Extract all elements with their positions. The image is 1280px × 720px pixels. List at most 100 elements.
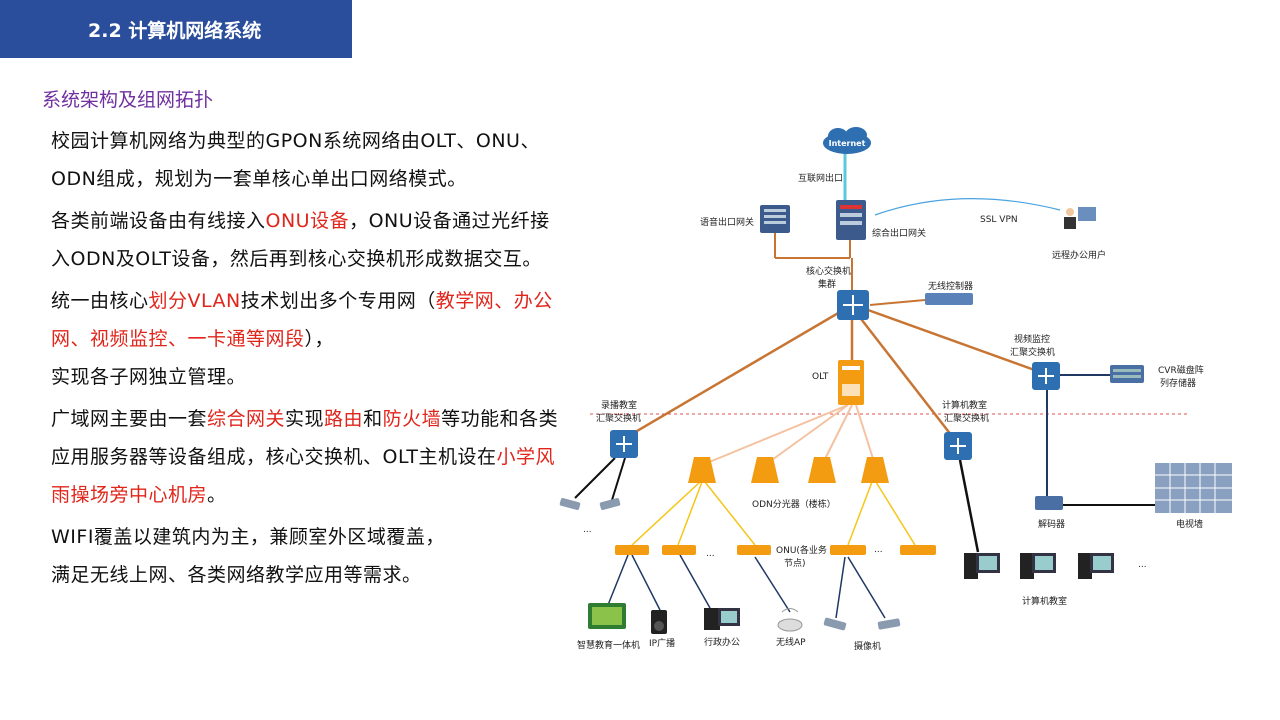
wireless-ap-label: 无线AP: [776, 636, 806, 648]
voice-gateway-icon: [760, 205, 790, 233]
rec-cam2-link: [611, 457, 626, 501]
p4-highlight-firewall: 防火墙: [382, 408, 442, 430]
office-pc-icon: [704, 608, 740, 630]
cvr-storage-icon: [1110, 365, 1144, 383]
ssl-vpn-link: [874, 198, 1061, 216]
tv-wall-label: 电视墙: [1176, 518, 1203, 530]
ip-broadcast-icon: [651, 610, 667, 634]
camera-label: 摄像机: [854, 640, 881, 652]
onu-office-link: [679, 554, 711, 609]
p4-highlight-gateway: 综合网关: [207, 408, 286, 430]
video-agg-label-1: 视频监控: [1014, 333, 1050, 345]
pc-icon-2: [1020, 553, 1056, 579]
p4-text-c: 实现: [285, 408, 325, 430]
onu-icon-1: [615, 545, 649, 555]
network-topology-diagram: Internet 互联网出口 语音出口网关 综合出口网关 SSL VPN 远程办…: [559, 127, 1232, 652]
ellipsis-pc: ...: [1138, 560, 1147, 570]
paragraph-3: 统一由核心划分VLAN技术划出多个专用网（教学网、办公网、视频监控、一卡通等网段…: [51, 282, 561, 396]
odn-splitter-icon-1: [688, 457, 716, 483]
rec-agg-label-1: 录播教室: [601, 399, 637, 411]
olt-odn2-link: [764, 404, 849, 466]
p4-highlight-room: 小学风雨操场旁中心机房: [51, 446, 556, 506]
core-recording-link: [624, 310, 841, 440]
rec-agg-label-2: 汇聚交换机: [596, 412, 641, 424]
pc-icon-1: [964, 553, 1000, 579]
paragraph-1: 校园计算机网络为典型的GPON系统网络由OLT、ONU、ODN组成，规划为一套单…: [51, 122, 561, 198]
paragraph-5: WIFI覆盖以建筑内为主，兼顾室外区域覆盖， 满足无线上网、各类网络教学应用等需求…: [51, 518, 561, 594]
decoder-label: 解码器: [1038, 518, 1065, 530]
cvr-label-2: 列存储器: [1160, 377, 1196, 389]
ssl-vpn-label: SSL VPN: [980, 215, 1018, 225]
paragraph-4: 广域网主要由一套综合网关实现路由和防火墙等功能和各类应用服务器等设备组成，核心交…: [51, 400, 561, 514]
smart-edu-label: 智慧教育一体机: [577, 639, 640, 651]
cvr-label-1: CVR磁盘阵: [1158, 364, 1204, 376]
p3-text-f: 实现各子网独立管理。: [51, 366, 247, 388]
camera-icon-rec-1: [559, 497, 581, 511]
pc-room-label: 计算机教室: [1022, 595, 1067, 607]
tv-wall-icon: [1155, 463, 1232, 513]
odn-splitter-icon-3: [808, 457, 836, 483]
odn-splitter-icon-4: [861, 457, 889, 483]
rec-cam1-link: [574, 457, 616, 499]
p2-highlight: ONU设备: [265, 210, 350, 232]
internet-label: Internet: [829, 139, 866, 148]
onu-camera2-link: [847, 556, 886, 619]
olt-odn3-link: [821, 404, 853, 466]
p5-text-b: 满足无线上网、各类网络教学应用等需求。: [51, 564, 422, 586]
admin-office-label: 行政办公: [704, 636, 740, 648]
p4-text-g: 等功能和各类应用服务器等设备组成，核心交换机、OLT主机设在: [51, 408, 559, 468]
odn-onu-link-3: [704, 481, 756, 546]
onu-icon-5: [900, 545, 936, 555]
core-video-link: [867, 308, 1041, 374]
pc-icon-3: [1078, 553, 1114, 579]
p3-text-e: ），: [304, 328, 335, 350]
camera-icon-rec-2: [599, 497, 621, 511]
p1-text: 校园计算机网络为典型的GPON系统网络由OLT、ONU、ODN组成，规划为一套单…: [51, 130, 540, 190]
camera-icon-2: [877, 618, 901, 630]
onu-smartedu-link: [607, 554, 629, 606]
p3-highlight-segments: 教学网、办公网、视频监控、一卡通等网段: [51, 290, 553, 350]
wireless-controller-link: [869, 299, 926, 306]
onu-camera1-link: [835, 556, 846, 619]
core-switch-label-1: 核心交换机: [806, 265, 851, 277]
decoder-icon: [1035, 496, 1063, 510]
body-text: 校园计算机网络为典型的GPON系统网络由OLT、ONU、ODN组成，规划为一套单…: [51, 122, 561, 598]
odn-onu-link-4: [847, 481, 873, 546]
p3-text-c: 技术划出多个专用网（: [240, 290, 436, 312]
pcroom-link: [958, 459, 980, 553]
p4-text-a: 广域网主要由一套: [51, 408, 208, 430]
odn-onu-link-2: [677, 481, 703, 546]
onu-ap-link: [754, 556, 791, 613]
subtitle: 系统架构及组网拓扑: [42, 89, 214, 111]
olt-odn1-link: [701, 404, 849, 466]
remote-user-icon: [1064, 207, 1096, 229]
ellipsis-rec: ...: [583, 525, 592, 535]
wireless-controller-icon: [925, 293, 973, 305]
paragraph-2: 各类前端设备由有线接入ONU设备，ONU设备通过光纤接入ODN及OLT设备，然后…: [51, 202, 561, 278]
section-header: 2.2 计算机网络系统: [0, 0, 352, 58]
odn-splitter-icon-2: [751, 457, 779, 483]
olt-odn4-link: [855, 404, 876, 466]
remote-user-label: 远程办公用户: [1052, 249, 1106, 261]
p5-text-a: WIFI覆盖以建筑内为主，兼顾室外区域覆盖，: [51, 526, 445, 548]
p3-text-a: 统一由核心: [51, 290, 149, 312]
internet-cloud-icon: Internet: [823, 127, 871, 154]
video-agg-switch-icon: [1032, 362, 1060, 390]
olt-icon: [838, 360, 864, 405]
p2-text-a: 各类前端设备由有线接入: [51, 210, 266, 232]
pc-agg-label-2: 汇聚交换机: [944, 412, 989, 424]
onu-icon-4: [830, 545, 866, 555]
odn-onu-link-1: [631, 481, 701, 546]
onu-icon-3: [737, 545, 771, 555]
odn-onu-link-5: [875, 481, 916, 546]
p2-text-c: ，ONU设备通过光纤接入ODN及OLT设备，然后再到核心交换机形成数据交互。: [51, 210, 550, 270]
internet-exit-label: 互联网出口: [798, 172, 843, 184]
core-switch-icon: [837, 290, 869, 320]
core-switch-label-2: 集群: [818, 278, 836, 290]
ip-broadcast-label: IP广播: [649, 637, 675, 649]
integrated-gateway-label: 综合出口网关: [872, 227, 926, 239]
wireless-ap-icon: [777, 608, 803, 632]
p4-highlight-routing: 路由: [324, 408, 364, 430]
ellipsis-onu-1: ...: [706, 549, 715, 559]
p4-text-e: 和: [363, 408, 383, 430]
